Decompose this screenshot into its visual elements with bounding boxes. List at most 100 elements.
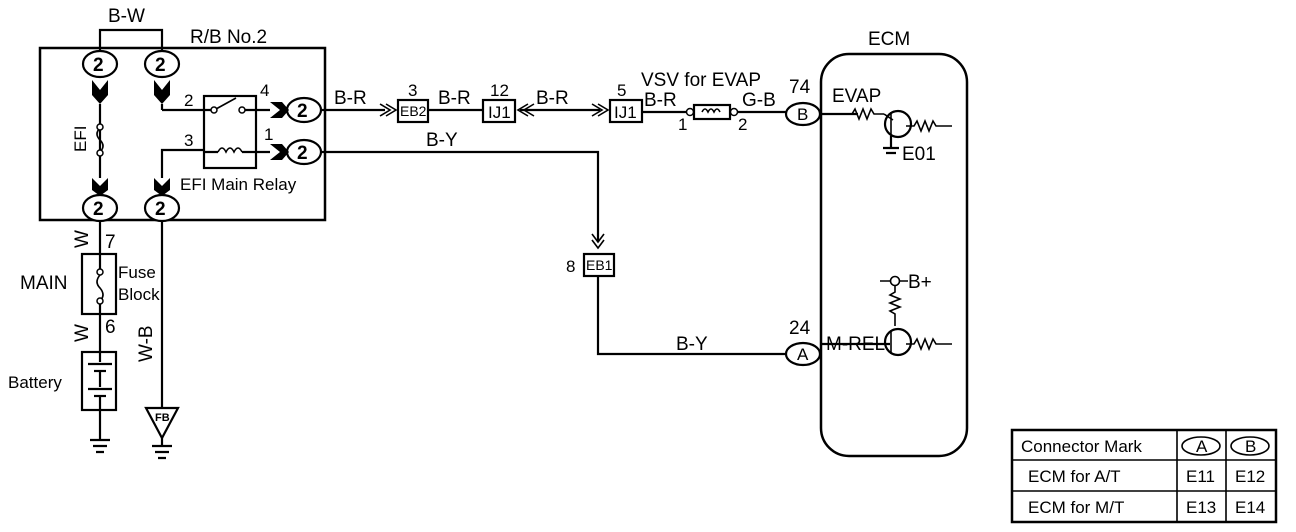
efi-fuse-label: EFI — [71, 126, 90, 152]
ij1-connector-a — [481, 98, 517, 124]
by-wire-bottom — [596, 276, 786, 356]
eb1-pin-label: 8 — [566, 257, 575, 276]
pin-label-output-upper: 2 — [297, 101, 308, 122]
relay-pin-label-2: 2 — [184, 91, 193, 110]
by-label-top: B-Y — [426, 130, 458, 151]
top-harness: B-R EB2 3 B-R IJ1 12 B-R IJ1 5 B-R VSV f… — [321, 70, 858, 134]
connector-chevron-right — [591, 103, 610, 117]
ecm-pin-74: 74 — [789, 77, 811, 98]
vsv-label: VSV for EVAP — [641, 70, 761, 91]
ecm-evap-label: EVAP — [832, 86, 881, 107]
by-wire-top — [321, 150, 600, 242]
main-fuse-label: MAIN — [20, 273, 68, 294]
eb1-label: EB1 — [586, 257, 613, 273]
ij1-pin-label-b: 5 — [617, 81, 626, 100]
table-header-a: A — [1196, 437, 1208, 456]
relay-pin-label-4: 4 — [260, 81, 269, 100]
bplus-terminal-icon — [889, 275, 901, 287]
table-row-1-label: ECM for A/T — [1028, 467, 1121, 486]
connector-arrow-output-lower — [270, 144, 289, 160]
vsv-coil — [701, 108, 721, 114]
table-row-1-b: E12 — [1235, 467, 1265, 486]
battery-label: Battery — [8, 373, 62, 392]
mrel-pullup-resistor — [887, 286, 903, 326]
connector-arrow-output-upper — [270, 102, 289, 118]
relay-pin3-wire — [160, 148, 204, 178]
relay-block-outline — [38, 46, 327, 222]
ecm-connector-b-label: B — [797, 105, 808, 124]
power-supply: W 7 MAIN Fuse Block W 6 Battery W-B FB — [8, 221, 180, 460]
connector-arrow-bottom-right — [154, 178, 170, 196]
pin-label-top-right: 2 — [155, 55, 166, 76]
efi-main-relay-label: EFI Main Relay — [180, 175, 297, 194]
br-label-3: B-R — [536, 88, 569, 109]
vsv-solenoid-body — [692, 103, 732, 121]
br-label-4: B-R — [644, 90, 677, 111]
eb2-label: EB2 — [400, 103, 427, 119]
e01-ground-icon — [883, 136, 899, 155]
efi-fuse-element — [96, 127, 104, 153]
evap-resistor — [851, 106, 884, 122]
ij1-label-a: IJ1 — [488, 103, 511, 122]
br-label-2: B-R — [438, 88, 471, 109]
relay-block-title: R/B No.2 — [190, 27, 267, 48]
table-row-2-b: E14 — [1235, 498, 1265, 517]
ecm-pin-24: 24 — [789, 318, 811, 339]
fb-ground-triangle-icon — [144, 406, 180, 441]
by-label-bottom: B-Y — [676, 334, 708, 355]
gb-label: G-B — [742, 90, 776, 111]
ecm-mrel-label: M-REL — [826, 334, 885, 355]
mrel-transistor-icon — [883, 327, 913, 357]
pin-label-bottom-left: 2 — [93, 199, 104, 220]
pin-circle-top-right — [143, 49, 181, 79]
table-outline — [1010, 428, 1278, 524]
ecm-connector-a-label: A — [797, 345, 809, 364]
lower-harness: B-Y EB1 8 B-Y 24 A — [321, 130, 890, 367]
pin-7-label: 7 — [105, 232, 116, 253]
vsv-pin-1: 1 — [678, 115, 687, 134]
ecm-title: ECM — [868, 29, 910, 50]
bw-jumper-label: B-W — [108, 6, 145, 27]
fb-ground-label: FB — [155, 412, 170, 424]
relay-pin-label-3: 3 — [184, 131, 193, 150]
ij1-pin-label-a: 12 — [490, 81, 509, 100]
wb-label: W-B — [136, 325, 157, 362]
relay-block: R/B No.2 B-W 2 2 2 2 2 2 EFI — [38, 6, 327, 223]
eb2-pin-label: 3 — [408, 81, 417, 100]
pin-label-top-left: 2 — [93, 55, 104, 76]
table-row-2-label: ECM for M/T — [1028, 498, 1124, 517]
main-fuse-element — [96, 274, 104, 302]
mrel-base-resistor — [906, 336, 952, 352]
relay-switch-contact — [215, 97, 237, 110]
evap-transistor-icon — [883, 109, 913, 139]
table-row-2-a: E13 — [1186, 498, 1216, 517]
ij1-label-b: IJ1 — [614, 103, 637, 122]
battery-ground-icon — [90, 438, 110, 454]
connector-chevron-eb2 — [379, 103, 398, 117]
connector-chevron-eb1 — [591, 233, 605, 250]
table-header-b-circle — [1230, 436, 1270, 456]
evap-base-resistor — [906, 118, 952, 134]
pin-6-label: 6 — [105, 317, 116, 338]
pin-circle-top-left — [81, 49, 119, 79]
table-row-1-a: E11 — [1186, 467, 1215, 486]
vsv-pin-2: 2 — [738, 115, 747, 134]
table-header-label: Connector Mark — [1021, 437, 1142, 456]
pin-label-bottom-right: 2 — [155, 199, 166, 220]
efi-main-relay-outline — [202, 94, 258, 170]
relay-pin-label-1: 1 — [264, 125, 273, 144]
ecm-outline — [819, 52, 969, 458]
br-label-1: B-R — [334, 88, 367, 109]
w-label-top: W — [72, 230, 93, 248]
w-label-bottom: W — [72, 324, 93, 342]
ecm-bplus-label: B+ — [908, 272, 932, 293]
ecm-module: ECM EVAP E01 B+ M-REL — [819, 29, 969, 458]
relay-coil — [217, 147, 243, 154]
pin-label-output-lower: 2 — [297, 143, 308, 164]
connector-arrow-top-left — [92, 80, 108, 104]
chassis-ground-icon — [152, 444, 172, 460]
fuse-block-label-1: Fuse — [118, 263, 156, 282]
connector-table: Connector Mark A B ECM for A/T E11 E12 E… — [1010, 428, 1278, 524]
ecm-e01-label: E01 — [902, 144, 936, 165]
